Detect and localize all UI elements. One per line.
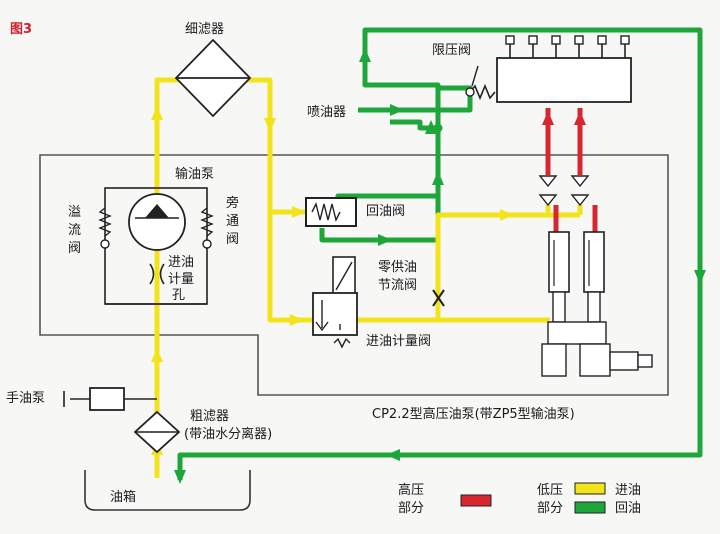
figure-label: 图3 [10, 22, 32, 37]
pump-caption: CP2.2型高压油泵(带ZP5型输油泵) [372, 406, 575, 422]
injector-return-arrow [390, 104, 404, 116]
legend-low-line2: 部分 [537, 501, 563, 516]
legend-return-swatch [574, 501, 606, 514]
overflow-valve-label: 溢 流 阀 [68, 205, 81, 256]
inlet-arrow-up [151, 106, 163, 120]
pump-housing-outline [39, 154, 669, 396]
svg-text:孔: 孔 [172, 288, 185, 303]
return-arrow-tank [174, 470, 186, 484]
svg-text:阀: 阀 [226, 232, 239, 247]
svg-text:通: 通 [226, 214, 239, 229]
return-arrow-up-2 [425, 120, 437, 134]
legend-high-line2: 部分 [398, 501, 424, 516]
legend: 高压 部分 低压 部分 进油 回油 [398, 482, 641, 516]
legend-return-label: 回油 [615, 501, 641, 516]
legend-high-line1: 高压 [398, 482, 424, 498]
svg-text:进油: 进油 [168, 255, 194, 270]
svg-text:零供油: 零供油 [378, 260, 417, 275]
hp-arrow-right [574, 111, 586, 125]
camshaft [541, 321, 653, 377]
coarse-filter-label: 粗滤器 (带油水分离器) [184, 409, 272, 442]
overflow-valve-spring [98, 207, 112, 249]
plunger-left [548, 231, 570, 323]
fuel-tank [84, 470, 251, 511]
zero-feed-throttle-label: 零供油 节流阀 [378, 260, 417, 293]
feed-pump-label: 输油泵 [175, 166, 214, 182]
svg-text:旁: 旁 [226, 195, 239, 211]
metering-valve [312, 256, 358, 349]
svg-text:流: 流 [68, 223, 81, 238]
feed-pump [128, 193, 186, 251]
inlet-arrow-right [292, 206, 306, 218]
inlet-orifice-label: 进油 计量 孔 [168, 255, 194, 303]
return-arrow-left [386, 449, 400, 461]
inlet-to-plungers [435, 212, 580, 320]
fine-filter-label: 细滤器 [185, 22, 224, 37]
legend-high-swatch [460, 494, 492, 507]
svg-text:阀: 阀 [68, 241, 81, 256]
inlet-arrow-plunger [500, 209, 514, 221]
inlet-orifice [149, 263, 165, 285]
return-arrow-up [359, 48, 371, 62]
return-arrows [174, 48, 706, 484]
inlet-arrow-up-mid [151, 348, 163, 362]
svg-text:溢: 溢 [68, 205, 81, 220]
coarse-filter [133, 410, 181, 454]
return-valve-line [319, 228, 438, 243]
inlet-arrow-down [264, 118, 276, 132]
injector-label: 喷油器 [307, 105, 346, 120]
high-pressure-arrows [542, 111, 586, 125]
zero-feed-throttle [432, 289, 445, 307]
hand-pump-label: 手油泵 [6, 391, 45, 406]
hand-pump [63, 387, 157, 411]
legend-inlet-swatch [574, 482, 606, 495]
tank-label: 油箱 [110, 489, 136, 505]
pressure-limit-valve-label: 限压阀 [432, 43, 471, 58]
plunger-check-valves [538, 175, 590, 207]
legend-low-line1: 低压 [537, 483, 563, 498]
limit-valve-return [438, 85, 473, 113]
bypass-valve-label: 旁 通 阀 [226, 195, 239, 247]
pressure-limit-valve [465, 65, 496, 101]
bypass-valve-spring [200, 207, 214, 249]
svg-text:节流阀: 节流阀 [378, 278, 417, 293]
svg-text:(带油水分离器): (带油水分离器) [184, 426, 272, 442]
svg-text:计量: 计量 [168, 272, 194, 287]
main-return-line [177, 27, 703, 480]
common-rail [496, 35, 632, 103]
return-valve-arrow [378, 234, 392, 246]
return-arrow-up-3 [432, 171, 444, 185]
return-junction [433, 123, 443, 133]
inlet-arrow-meter [290, 314, 304, 326]
legend-inlet-label: 进油 [615, 483, 641, 498]
return-arrow-down-right [694, 270, 706, 284]
return-valve [305, 197, 357, 227]
fine-filter [174, 38, 252, 118]
svg-text:粗滤器: 粗滤器 [190, 409, 229, 424]
hp-arrow-left [542, 111, 554, 125]
return-valve-label: 回油阀 [366, 204, 405, 219]
metering-valve-label: 进油计量阀 [366, 334, 431, 349]
plunger-right [583, 231, 605, 323]
